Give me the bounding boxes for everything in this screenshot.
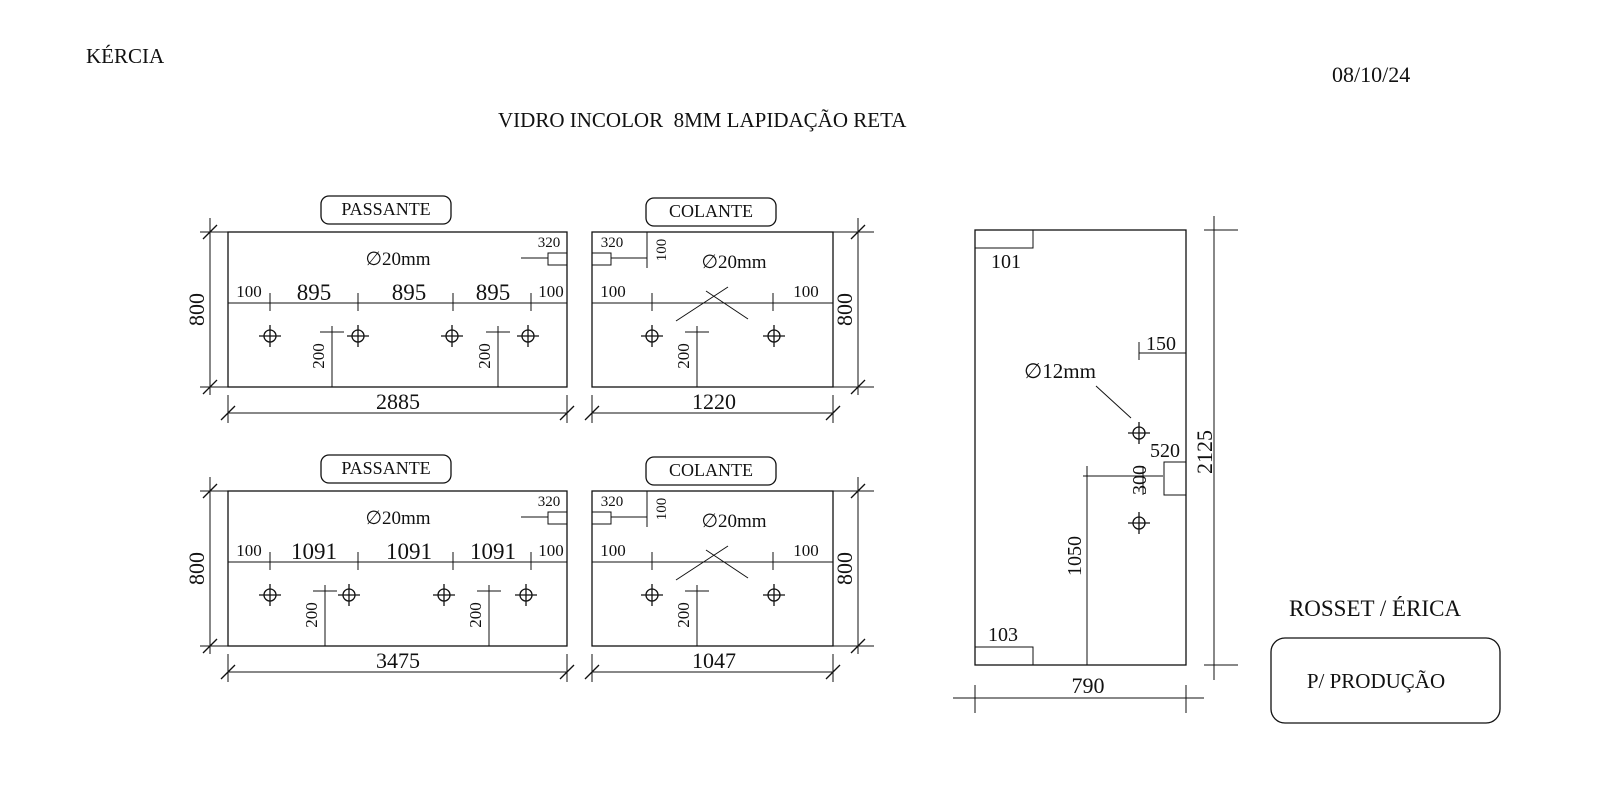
dimension-tick xyxy=(850,224,866,240)
colante-width: 1047 xyxy=(692,648,736,673)
colante-leader xyxy=(675,545,729,581)
door-hole-spacing: 300 xyxy=(1129,465,1151,495)
passante-edge-right: 100 xyxy=(538,541,564,560)
passante-width: 3475 xyxy=(376,648,420,673)
passante-hole-height: 200 xyxy=(302,602,321,628)
colante-tag xyxy=(645,197,777,227)
passante-hole-diameter: ∅20mm xyxy=(365,249,430,270)
footer-names: ROSSET / ÉRICA xyxy=(1289,596,1461,621)
dimension-tick xyxy=(850,379,866,395)
passante-top-label: 320 xyxy=(538,494,561,510)
passante-top-mark xyxy=(547,511,568,525)
passante-panel xyxy=(227,231,568,388)
dimension-tick xyxy=(202,379,218,395)
colante-height: 800 xyxy=(832,293,857,326)
passante-tag xyxy=(320,195,452,225)
colante-height: 800 xyxy=(832,552,857,585)
colante-panel xyxy=(591,231,834,388)
dimension-tick xyxy=(850,638,866,654)
passante-hole-diameter: ∅20mm xyxy=(365,508,430,529)
door-corner-bottom xyxy=(974,646,1034,666)
colante-top-vertical: 100 xyxy=(654,239,670,262)
glass-spec: VIDRO INCOLOR 8MM LAPIDAÇÃO RETA xyxy=(498,108,907,132)
door-notch-label: 520 xyxy=(1150,440,1180,462)
dimension-tick xyxy=(584,405,600,421)
dimension-tick xyxy=(202,638,218,654)
colante-top-vertical: 100 xyxy=(654,498,670,521)
colante-hole-height: 200 xyxy=(674,343,693,369)
colante-panel xyxy=(591,490,834,647)
passante-edge-left: 100 xyxy=(236,282,262,301)
door-hole-height: 1050 xyxy=(1064,536,1086,576)
dimension-tick xyxy=(202,483,218,499)
passante-spacing: 895 xyxy=(392,280,427,305)
door-corner-top-label: 101 xyxy=(991,251,1021,273)
passante-hole-height: 200 xyxy=(475,343,494,369)
passante-width: 2885 xyxy=(376,389,420,414)
colante-edge-right: 100 xyxy=(793,541,819,560)
passante-spacing: 1091 xyxy=(291,539,337,564)
passante-spacing: 895 xyxy=(297,280,332,305)
colante-width: 1220 xyxy=(692,389,736,414)
passante-tag xyxy=(320,454,452,484)
door-corner-bottom-label: 103 xyxy=(988,624,1018,646)
door-hole-leader xyxy=(1095,385,1132,419)
dimension-tick xyxy=(220,405,236,421)
dimension-tick xyxy=(202,224,218,240)
colante-top-mark xyxy=(591,252,612,266)
colante-tag xyxy=(645,456,777,486)
passante-height: 800 xyxy=(184,552,209,585)
production-stamp xyxy=(1270,637,1501,724)
production-stamp-label: P/ PRODUÇÃO xyxy=(1307,669,1445,693)
dimension-tick xyxy=(850,483,866,499)
door-side-offset: 150 xyxy=(1146,333,1176,355)
dimension-tick xyxy=(825,405,841,421)
colante-hole-height: 200 xyxy=(674,602,693,628)
door-notch xyxy=(1163,461,1187,496)
passante-spacing: 1091 xyxy=(386,539,432,564)
colante-edge-right: 100 xyxy=(793,282,819,301)
door-hole-diameter: ∅12mm xyxy=(1024,359,1096,383)
colante-hole-diameter: ∅20mm xyxy=(701,252,766,273)
passante-panel xyxy=(227,490,568,647)
colante-tag-label: COLANTE xyxy=(669,201,753,221)
passante-height: 800 xyxy=(184,293,209,326)
colante-hole-diameter: ∅20mm xyxy=(701,511,766,532)
passante-tag-label: PASSANTE xyxy=(341,458,430,478)
colante-tag-label: COLANTE xyxy=(669,460,753,480)
passante-tag-label: PASSANTE xyxy=(341,199,430,219)
client-name: KÉRCIA xyxy=(86,44,165,68)
door-corner-top xyxy=(974,229,1034,249)
colante-top-mark xyxy=(591,511,612,525)
dimension-tick xyxy=(584,664,600,680)
colante-edge-left: 100 xyxy=(600,541,626,560)
passante-hole-height: 200 xyxy=(309,343,328,369)
door-panel xyxy=(974,229,1187,666)
passante-edge-left: 100 xyxy=(236,541,262,560)
door-height: 2125 xyxy=(1192,430,1217,474)
passante-top-mark xyxy=(547,252,568,266)
passante-spacing: 1091 xyxy=(470,539,516,564)
passante-hole-height: 200 xyxy=(466,602,485,628)
dimension-tick xyxy=(825,664,841,680)
colante-leader xyxy=(705,290,749,320)
colante-top-label: 320 xyxy=(601,494,624,510)
dimension-tick xyxy=(559,405,575,421)
passante-edge-right: 100 xyxy=(538,282,564,301)
passante-spacing: 895 xyxy=(476,280,511,305)
colante-leader xyxy=(705,549,749,579)
passante-top-label: 320 xyxy=(538,235,561,251)
colante-edge-left: 100 xyxy=(600,282,626,301)
dimension-tick xyxy=(559,664,575,680)
colante-top-label: 320 xyxy=(601,235,624,251)
dimension-tick xyxy=(220,664,236,680)
colante-leader xyxy=(675,286,729,322)
drawing-date: 08/10/24 xyxy=(1332,62,1411,87)
door-width: 790 xyxy=(1072,673,1105,698)
